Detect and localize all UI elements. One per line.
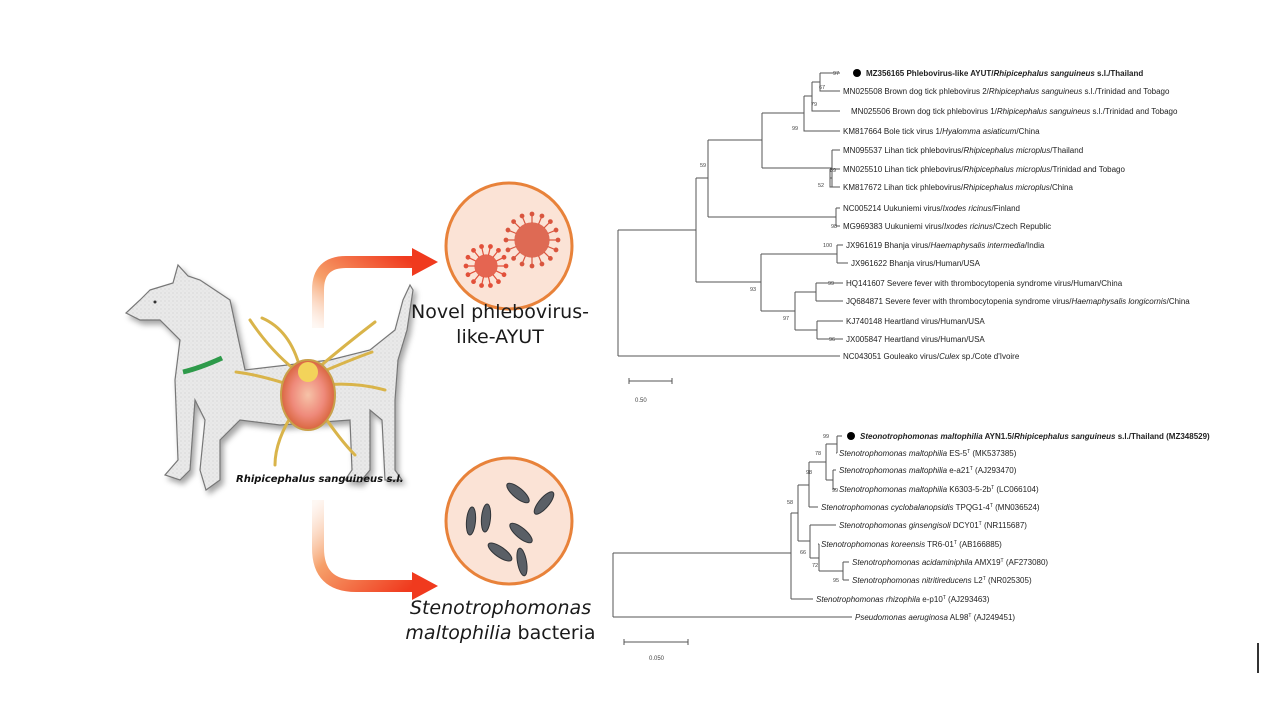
bootstrap-value: 98: [806, 470, 812, 476]
bootstrap-value: 52: [818, 183, 824, 189]
tree-branch: [707, 139, 836, 218]
tree-leaf-label: Stenotrophomonas nitritireducens L2T (NR…: [852, 576, 1032, 585]
tree-leaf-label: MN025508 Brown dog tick phlebovirus 2/Rh…: [843, 87, 1170, 96]
query-sequence-marker-icon: [847, 432, 855, 440]
tree-leaf-label: JQ684871 Severe fever with thrombocytope…: [846, 297, 1190, 306]
tree-leaf-label: MN095537 Lihan tick phlebovirus/Rhipicep…: [843, 146, 1083, 155]
tree-branch: [628, 378, 673, 384]
tree-leaf-label: Stenotrophomonas maltophilia K6303-5-2bT…: [839, 485, 1039, 494]
bootstrap-value: 78: [815, 451, 821, 457]
tree-leaf-label: KM817664 Bole tick virus 1/Hyalomma asia…: [843, 127, 1040, 136]
tree-leaf-label: Pseudomonas aeruginosa AL98T (AJ249451): [855, 613, 1015, 622]
tree-leaf-label: Steonotrophomonas maltophilia AYN1.5/Rhi…: [860, 432, 1210, 441]
bootstrap-value: 97: [833, 71, 839, 77]
bacteria-caption-species: maltophilia: [405, 622, 512, 644]
tree-branch: [617, 229, 840, 357]
scale-bar-label: 0.50: [635, 398, 647, 404]
arrow-icon: [312, 500, 438, 600]
tree-branch: [832, 469, 836, 490]
tree-branch: [695, 177, 761, 283]
tree-branch: [794, 291, 817, 331]
tree-branch: [612, 552, 852, 618]
tree-leaf-label: MG969383 Uukuniemi virus/Ixodes ricinus/…: [843, 222, 1051, 231]
collar-icon: [182, 355, 224, 375]
virus-phylogenetic-tree: 0.50 97 67 79 99 89 52 59 98 100 99 93 97 96 MZ356165 …: [617, 69, 1190, 404]
tree-leaf-label: Stenotrophomonas cyclobalanopsidis TPQG1…: [821, 503, 1040, 512]
bootstrap-value: 59: [700, 163, 706, 169]
tree-leaf-label: Stenotrophomonas koreensis TR6-01T (AB16…: [821, 540, 1002, 549]
virus-caption-line2: like-AYUT: [456, 326, 544, 348]
bootstrap-value: 67: [819, 85, 825, 91]
bootstrap-value: 99: [792, 126, 798, 132]
tree-branch: [797, 484, 810, 542]
tree-leaf-label: Stenotrophomonas rhizophila e-p10T (AJ29…: [816, 595, 990, 604]
arrow-icon: [312, 248, 438, 328]
tree-leaf-label: JX961622 Bhanja virus/Human/USA: [851, 259, 981, 268]
tree-branch: [790, 512, 813, 600]
tree-leaf-label: JX005847 Heartland virus/Human/USA: [846, 335, 985, 344]
virus-caption-line1: Novel phlebovirus-: [411, 301, 589, 323]
bootstrap-value: 97: [783, 316, 789, 322]
tree-leaf-label: MN025510 Lihan tick phlebovirus/Rhipicep…: [843, 165, 1126, 174]
bootstrap-value: 99: [832, 488, 838, 494]
tree-branch: [825, 443, 837, 481]
bootstrap-value: 58: [787, 500, 793, 506]
scale-bar-label: 0.050: [649, 656, 665, 662]
tree-leaf-label: MZ356165 Phlebovirus-like AYUT/Rhipiceph…: [866, 69, 1143, 78]
bootstrap-value: 66: [800, 550, 806, 556]
tree-leaf-label: HQ141607 Severe fever with thrombocytope…: [846, 279, 1123, 288]
bacteria-caption-genus: Stenotrophomonas: [409, 597, 592, 619]
tree-leaf-label: Stenotrophomonas acidaminiphila AMX19T (…: [852, 558, 1048, 567]
tree-leaf-label: MN025506 Brown dog tick phlebovirus 1/Rh…: [851, 107, 1178, 116]
tree-leaf-label: JX961619 Bhanja virus/Haemaphysalis inte…: [846, 241, 1045, 250]
tree-leaf-label: KJ740148 Heartland virus/Human/USA: [846, 317, 985, 326]
virus-icon: [444, 181, 574, 311]
bootstrap-value: 89: [830, 168, 836, 174]
tree-leaf-label: Stenotrophomonas maltophilia e-a21T (AJ2…: [839, 466, 1017, 475]
query-sequence-marker-icon: [853, 69, 861, 77]
tree-branch: [842, 561, 849, 581]
bootstrap-value: 79: [811, 102, 817, 108]
bootstrap-value: 72: [812, 563, 818, 569]
bootstrap-value: 93: [750, 287, 756, 293]
tree-leaf-label: NC043051 Gouleako virus/Culex sp./Cote d…: [843, 352, 1020, 361]
tree-leaf-label: Stenotrophomonas maltophilia ES-5T (MK53…: [839, 449, 1017, 458]
tree-leaf-label: Stenotrophomonas ginsengisoli DCY01T (NR…: [839, 521, 1027, 530]
bacteria-caption-suffix: bacteria: [511, 622, 596, 644]
tick-species-label: Rhipicephalus sanguineus s.l.: [236, 474, 404, 485]
bootstrap-value: 100: [823, 243, 832, 249]
bootstrap-value: 98: [831, 224, 837, 230]
bacteria-icon: [444, 456, 574, 586]
tree-branch: [819, 72, 840, 92]
bootstrap-value: 99: [828, 281, 834, 287]
tree-branch: [623, 639, 689, 645]
bootstrap-value: 99: [823, 434, 829, 440]
virus-caption: Novel phlebovirus- like-AYUT: [400, 300, 600, 350]
illustration: [124, 181, 574, 600]
bootstrap-value: 96: [829, 337, 835, 343]
tick-icon: [234, 316, 387, 467]
bootstrap-value: 95: [833, 578, 839, 584]
tree-leaf-label: NC005214 Uukuniemi virus/Ixodes ricinus/…: [843, 204, 1020, 213]
tree-branch: [808, 461, 826, 508]
bacteria-caption: Stenotrophomonas maltophilia bacteria: [388, 596, 613, 646]
slide-edge-marker: [1257, 643, 1259, 673]
bacteria-phylogenetic-tree: 0.050 99 78 98 99 58 66 72 95 Steonotrophomonas m…: [612, 432, 1210, 662]
tree-branch: [811, 81, 840, 112]
tree-branch: [803, 95, 840, 132]
tree-leaf-label: KM817672 Lihan tick phlebovirus/Rhipicep…: [843, 183, 1073, 192]
tree-branch: [761, 112, 832, 169]
